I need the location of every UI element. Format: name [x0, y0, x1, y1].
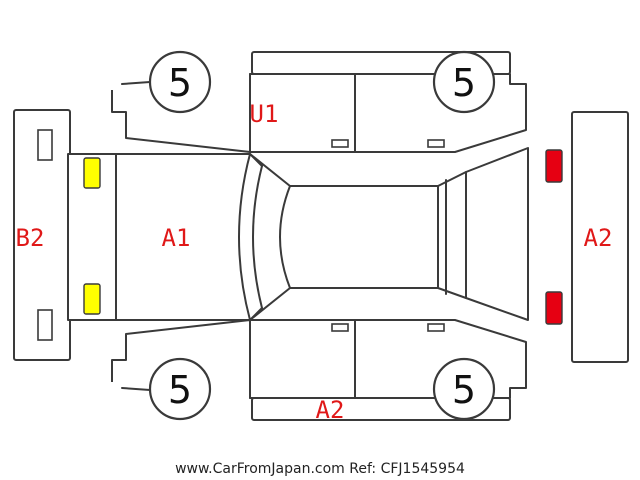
wheel-front-left-rating: 5	[168, 61, 192, 105]
rear-lamp-marker-bottom	[83, 283, 101, 315]
wheel-rear-left: 5	[148, 357, 212, 421]
wheel-rear-right: 5	[432, 357, 496, 421]
damage-code-top-side: U1	[250, 100, 279, 128]
front-bumper	[571, 111, 629, 363]
front-lamp-marker-top	[545, 149, 563, 183]
car-top-view	[67, 147, 529, 321]
damage-code-roof: A1	[162, 224, 191, 252]
footer-reference: www.CarFromJapan.com Ref: CFJ1545954	[175, 461, 465, 477]
damage-code-rear-bumper: B2	[16, 224, 45, 252]
wheel-front-right: 5	[432, 50, 496, 114]
wheel-front-right-rating: 5	[452, 61, 476, 105]
wheel-rear-left-rating: 5	[168, 368, 192, 412]
damage-code-front-bumper: A2	[584, 224, 613, 252]
wheel-front-left: 5	[148, 50, 212, 114]
front-lamp-marker-bottom	[545, 291, 563, 325]
rear-lamp-marker-top	[83, 157, 101, 189]
damage-code-bottom-side: A2	[316, 396, 345, 424]
wheel-rear-right-rating: 5	[452, 368, 476, 412]
